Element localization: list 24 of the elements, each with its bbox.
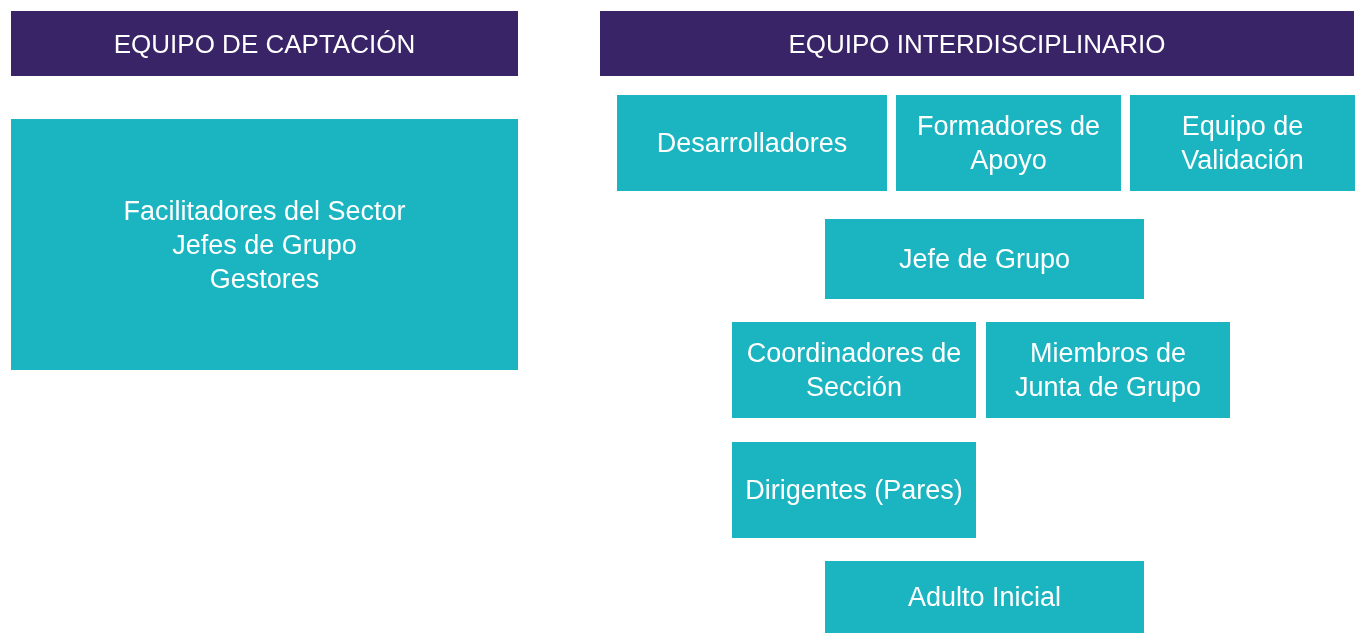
role-text: Equipo de Validación	[1180, 110, 1305, 177]
role-text: Gestores	[209, 262, 320, 296]
role-text: Facilitadores del Sector	[123, 194, 406, 228]
role-text: Coordinadores de Sección	[745, 337, 963, 404]
team-header-band	[600, 11, 1354, 76]
role-box	[986, 322, 1230, 418]
header-text: EQUIPO INTERDISCIPLINARIO	[788, 27, 1166, 61]
role-box	[732, 322, 976, 418]
role-box	[11, 119, 518, 370]
role-box	[732, 442, 976, 538]
header-text: EQUIPO DE CAPTACIÓN	[113, 27, 416, 61]
role-text: Jefe de Grupo	[898, 243, 1071, 276]
role-box	[825, 561, 1144, 633]
role-box	[896, 95, 1121, 191]
role-text: Dirigentes (Pares)	[745, 474, 963, 507]
role-text: Jefes de Grupo	[172, 228, 357, 262]
role-text: Adulto Inicial	[907, 581, 1062, 614]
role-text: Miembros de Junta de Grupo	[1013, 337, 1203, 404]
role-text: Desarrolladores	[656, 127, 848, 160]
role-text: Formadores de Apoyo	[915, 110, 1102, 177]
role-box	[825, 219, 1144, 299]
team-header-band	[11, 11, 518, 76]
role-box	[1130, 95, 1355, 191]
role-box	[617, 95, 887, 191]
